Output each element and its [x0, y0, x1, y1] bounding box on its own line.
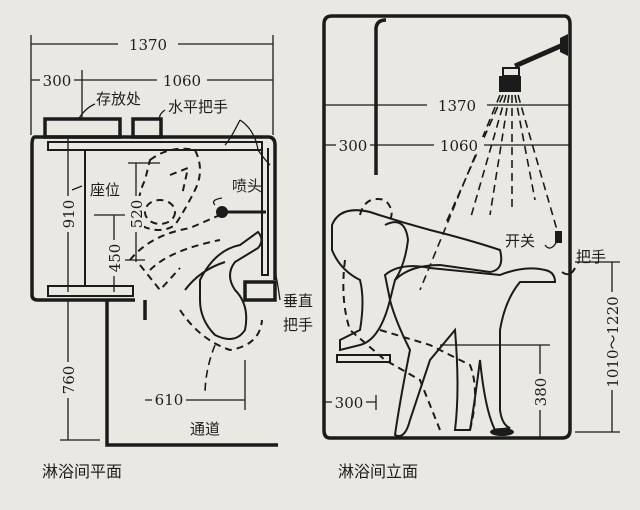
elevation-caption: 淋浴间立面: [338, 462, 418, 481]
elevation-dim-left: 300: [339, 137, 368, 155]
elevation-dim-total: 1370: [438, 97, 476, 115]
plan-shower-head-icon: [216, 206, 266, 218]
plan-dim-corridor: 760: [60, 366, 78, 395]
plan-dim-610: 610: [155, 391, 184, 409]
label-shower-head: 喷头: [232, 177, 262, 195]
elevation-view: 1370 300 1060 开关 把手 1010～1220 380 300 淋浴…: [322, 14, 622, 481]
switch-icon: [555, 231, 562, 243]
handle-icon: [561, 267, 576, 276]
shower-spray: [419, 94, 558, 291]
elevation-dim-380: 380: [532, 378, 550, 407]
label-storage: 存放处: [96, 90, 141, 108]
hbar-leader-2: [224, 119, 271, 166]
label-vertical-handle-1: 垂直: [283, 292, 313, 310]
shower-leader: [212, 197, 223, 206]
seat-leader: [71, 185, 83, 191]
elevation-person-figures: [331, 198, 557, 437]
elevation-shower-head-icon: [499, 34, 568, 92]
plan-dim-right: 1060: [163, 72, 201, 90]
label-handle: 把手: [576, 248, 606, 266]
storage-leader: [77, 103, 96, 121]
plan-dim-450: 450: [106, 244, 124, 273]
label-vertical-handle-2: 把手: [283, 316, 313, 334]
switch-leader: [544, 242, 557, 249]
elevation-walls: [322, 14, 572, 440]
plan-caption: 淋浴间平面: [42, 462, 122, 481]
vbar-leader: [274, 269, 281, 301]
label-horizontal-handle: 水平把手: [168, 98, 228, 116]
hbar-leader: [158, 109, 166, 121]
plan-person-figure: [129, 147, 263, 396]
label-corridor: 通道: [190, 420, 220, 438]
plan-dim-seat: 520: [128, 200, 146, 229]
plan-dim-height: 910: [60, 200, 78, 229]
plan-view: 1370 300 1060 存放处 水平把手 座位 喷头 垂直 把手 通道 91…: [30, 35, 313, 481]
label-switch: 开关: [505, 232, 535, 250]
label-seat: 座位: [90, 181, 120, 199]
plan-dim-left: 300: [43, 72, 72, 90]
elevation-dim-right: 1060: [440, 137, 478, 155]
curtain-rail: [374, 18, 387, 175]
plan-dim-total: 1370: [129, 36, 167, 54]
elevation-dim-handle-height: 1010～1220: [604, 296, 622, 387]
elevation-dim-300-bottom: 300: [335, 394, 364, 412]
plan-walls: [30, 117, 278, 447]
